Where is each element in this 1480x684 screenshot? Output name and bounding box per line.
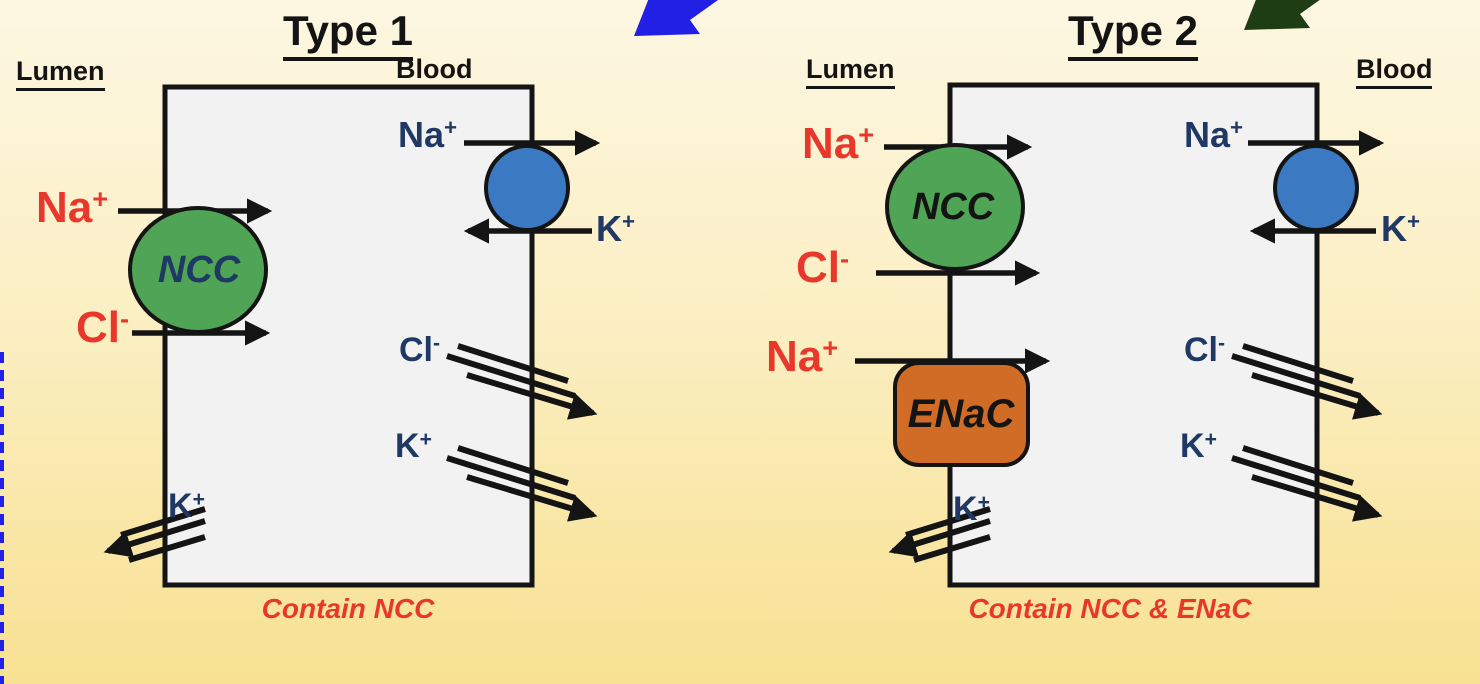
blue-block-arrow-icon [634, 0, 719, 36]
type2-nak-pump [1273, 144, 1359, 232]
type2-cl-channel-icon [1231, 343, 1383, 420]
type1-blood-label: Blood [396, 54, 473, 89]
type2-k-channel-icon [1231, 445, 1383, 522]
type1-apical-k-channel-icon [103, 506, 206, 563]
type1-apical-cl-label: Cl- [76, 302, 130, 352]
type2-title: Type 2 [1068, 7, 1198, 61]
type1-cell [103, 84, 601, 588]
type1-k-channel-icon [446, 445, 598, 522]
type1-channel-cl-label: Cl- [399, 331, 441, 369]
type2-pump-k-label: K+ [1381, 208, 1421, 249]
green-block-arrow-icon [1244, 0, 1320, 30]
type1-cl-channel-icon [446, 343, 598, 420]
type1-pump-k-label: K+ [596, 208, 636, 249]
type2-pump-na-label: Na+ [1184, 114, 1244, 155]
type1-nak-pump [484, 144, 570, 232]
type2-apical-cl-label: Cl- [796, 242, 850, 292]
type2-channel-k-label: K+ [1180, 427, 1217, 465]
type2-cell [855, 82, 1385, 588]
type2-caption: Contain NCC & ENaC [968, 593, 1252, 624]
type2-enac-channel [893, 361, 1030, 467]
type1-apical-k-label: K+ [168, 487, 205, 525]
type2-apical-na-label: Na+ [802, 118, 875, 168]
type1-cell-membrane [162, 84, 535, 588]
type1-title: Type 1 [283, 7, 413, 61]
type2-apical-k-label: K+ [953, 490, 990, 528]
type1-apical-na-label: Na+ [36, 182, 109, 232]
type2-cell-membrane [947, 82, 1320, 588]
type2-ncc-label: NCC [911, 186, 995, 228]
type2-enac-label: ENaC [907, 392, 1015, 436]
type1-lumen-label: Lumen [16, 56, 105, 91]
type1-pump-na-label: Na+ [398, 114, 458, 155]
type2-lumen-label: Lumen [806, 54, 895, 89]
type2-apical-na2-label: Na+ [766, 331, 839, 381]
type2-ncc-transporter [885, 143, 1025, 271]
type1-channel-k-label: K+ [395, 427, 432, 465]
type1-caption: Contain NCC [261, 593, 435, 624]
type2-channel-cl-label: Cl- [1184, 331, 1226, 369]
type1-ncc-label: NCC [157, 249, 241, 291]
type1-ncc-transporter [128, 206, 268, 334]
type2-blood-label: Blood [1356, 54, 1433, 89]
type2-apical-k-channel-icon [888, 506, 991, 563]
